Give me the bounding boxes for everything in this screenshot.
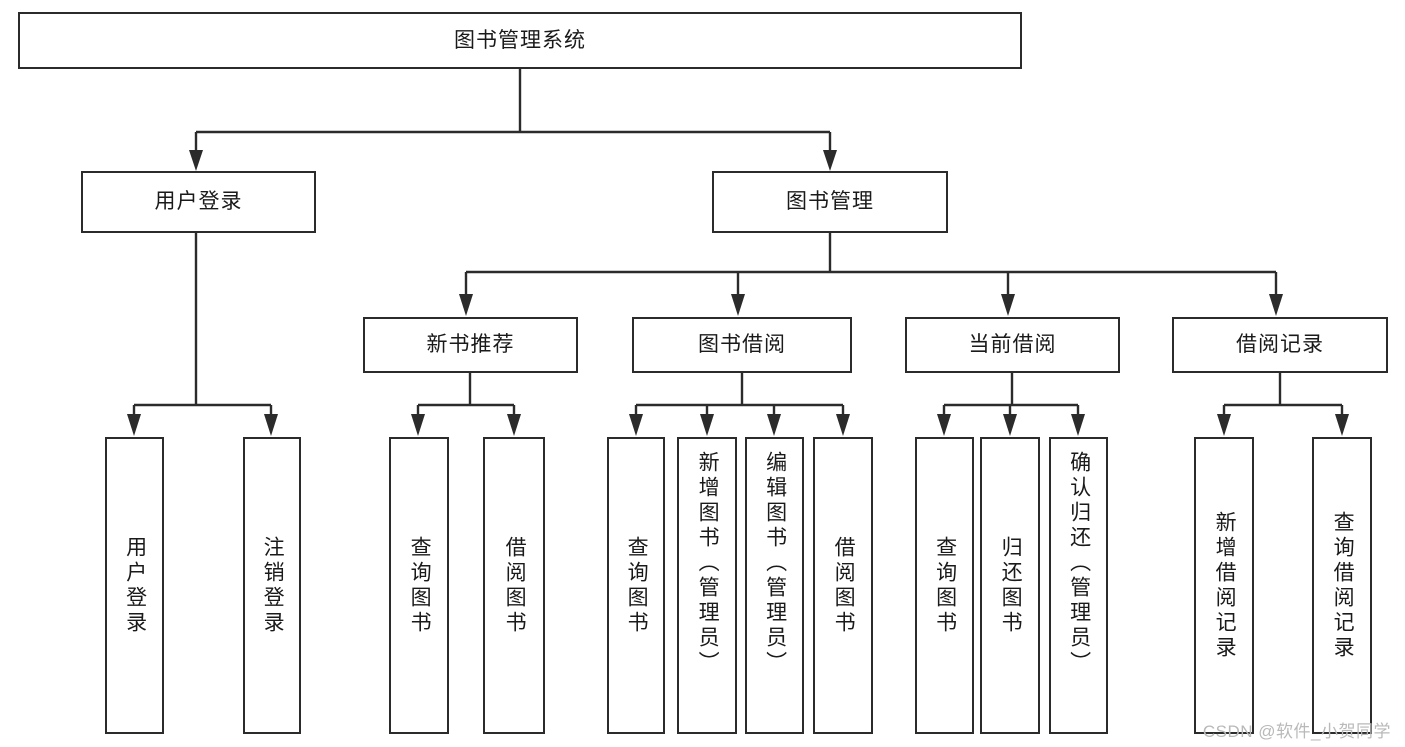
leaf-borrow-book-newbook-label: 借阅图书 — [503, 535, 527, 636]
node-user-login[interactable]: 用户登录 — [81, 171, 316, 233]
node-root[interactable]: 图书管理系统 — [18, 12, 1022, 69]
arrow-bookmgmt-to-record — [1269, 294, 1283, 316]
node-current-borrow-label: 当前借阅 — [968, 333, 1057, 357]
arrow-borrow-leaf-4 — [836, 414, 850, 436]
arrow-newbook-leaf-2 — [507, 414, 521, 436]
node-new-book-recommend[interactable]: 新书推荐 — [363, 317, 578, 373]
leaf-add-borrow-record[interactable]: 新增借阅记录 — [1194, 437, 1254, 734]
node-book-management-label: 图书管理 — [786, 190, 874, 214]
node-borrow-record[interactable]: 借阅记录 — [1172, 317, 1388, 373]
leaf-query-borrow-record[interactable]: 查询借阅记录 — [1312, 437, 1372, 734]
arrow-borrow-leaf-2 — [700, 414, 714, 436]
arrow-root-to-bookmgmt — [823, 150, 837, 171]
leaf-add-book-admin-label: 新增图书（管理员） — [696, 451, 720, 676]
arrow-record-leaf-1 — [1217, 414, 1231, 436]
leaf-return-book[interactable]: 归还图书 — [980, 437, 1040, 734]
arrow-record-leaf-2 — [1335, 414, 1349, 436]
node-root-label: 图书管理系统 — [454, 28, 586, 52]
leaf-add-book-admin[interactable]: 新增图书（管理员） — [677, 437, 737, 734]
leaf-query-book-borrow[interactable]: 查询图书 — [607, 437, 665, 734]
leaf-edit-book-admin-label: 编辑图书（管理员） — [763, 451, 787, 676]
leaf-logout-label: 注销登录 — [261, 535, 285, 636]
arrow-current-leaf-1 — [937, 414, 951, 436]
leaf-confirm-return-admin-label: 确认归还（管理员） — [1067, 451, 1091, 676]
leaf-confirm-return-admin[interactable]: 确认归还（管理员） — [1049, 437, 1108, 734]
node-book-management[interactable]: 图书管理 — [712, 171, 948, 233]
leaf-borrow-book-newbook[interactable]: 借阅图书 — [483, 437, 545, 734]
leaf-query-book-newbook[interactable]: 查询图书 — [389, 437, 449, 734]
arrow-current-leaf-3 — [1071, 414, 1085, 436]
node-user-login-label: 用户登录 — [154, 190, 243, 214]
leaf-query-book-current[interactable]: 查询图书 — [915, 437, 974, 734]
arrow-current-leaf-2 — [1003, 414, 1017, 436]
arrow-login-leaf-1 — [127, 414, 141, 436]
arrow-root-to-login — [189, 150, 203, 171]
arrow-borrow-leaf-3 — [767, 414, 781, 436]
leaf-borrow-book-borrow-label: 借阅图书 — [832, 535, 856, 636]
arrow-bookmgmt-to-borrow — [731, 294, 745, 316]
leaf-user-login[interactable]: 用户登录 — [105, 437, 164, 734]
leaf-query-book-borrow-label: 查询图书 — [625, 535, 649, 636]
leaf-borrow-book-borrow[interactable]: 借阅图书 — [813, 437, 873, 734]
node-book-borrow[interactable]: 图书借阅 — [632, 317, 852, 373]
leaf-return-book-label: 归还图书 — [999, 535, 1023, 636]
node-book-borrow-label: 图书借阅 — [698, 333, 786, 357]
watermark: CSDN @软件_小贺同学 — [1202, 722, 1391, 741]
node-new-book-recommend-label: 新书推荐 — [426, 333, 515, 357]
leaf-logout[interactable]: 注销登录 — [243, 437, 301, 734]
arrow-newbook-leaf-1 — [411, 414, 425, 436]
arrow-bookmgmt-to-current — [1001, 294, 1015, 316]
node-borrow-record-label: 借阅记录 — [1236, 333, 1324, 357]
arrow-bookmgmt-to-newbook — [459, 294, 473, 316]
leaf-user-login-label: 用户登录 — [123, 535, 147, 636]
arrow-borrow-leaf-1 — [629, 414, 643, 436]
leaf-add-borrow-record-label: 新增借阅记录 — [1213, 510, 1237, 661]
leaf-query-book-newbook-label: 查询图书 — [408, 535, 432, 636]
leaf-edit-book-admin[interactable]: 编辑图书（管理员） — [745, 437, 804, 734]
leaf-query-book-current-label: 查询图书 — [933, 535, 957, 636]
arrow-login-leaf-2 — [264, 414, 278, 436]
leaf-query-borrow-record-label: 查询借阅记录 — [1331, 510, 1355, 661]
node-current-borrow[interactable]: 当前借阅 — [905, 317, 1120, 373]
